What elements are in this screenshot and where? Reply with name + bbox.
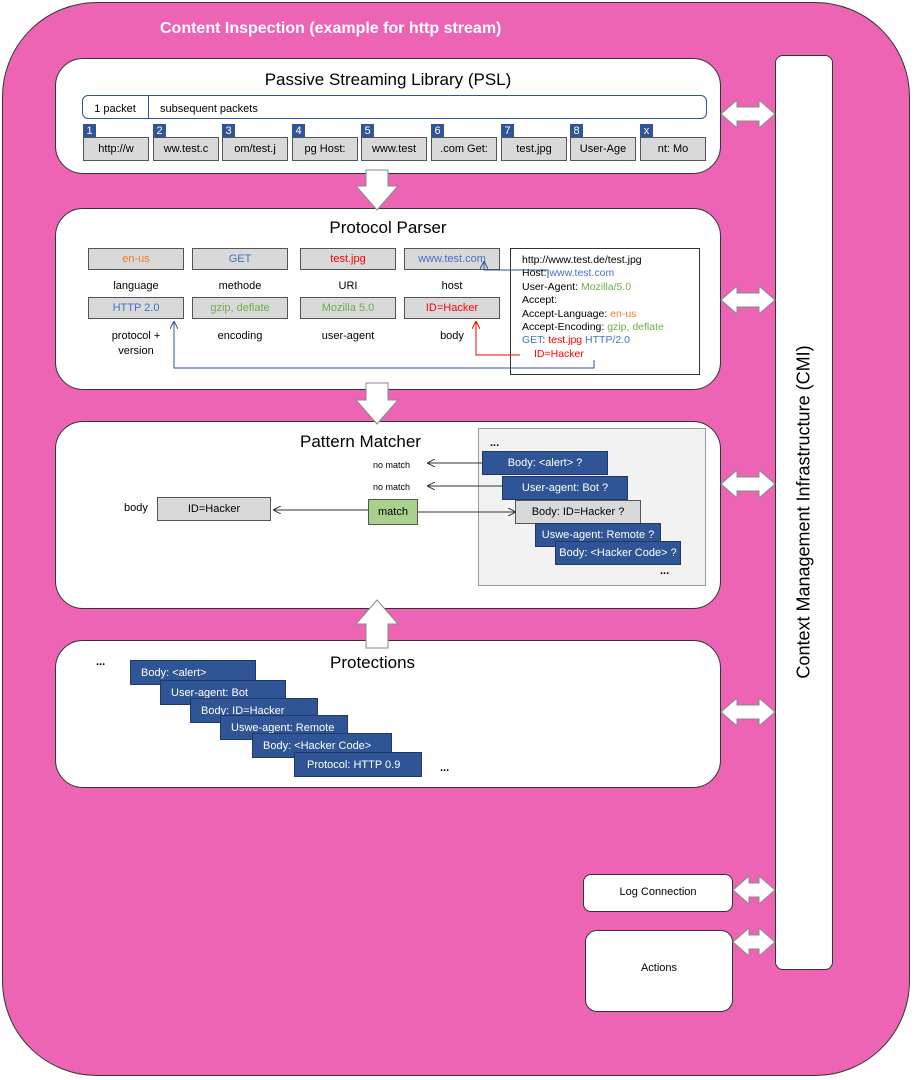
request-get: GET: test.jpg HTTP/2.0	[522, 334, 630, 347]
log-connection-box	[583, 874, 733, 912]
request-language: Accept-Language: en-us	[522, 307, 637, 320]
protection-hacker-code: Body: <Hacker Code>	[252, 733, 392, 758]
packet-divider	[148, 95, 149, 119]
field-user-agent: Mozilla 5.0	[300, 297, 396, 319]
field-body: ID=Hacker	[404, 297, 500, 319]
protections-ellipsis-right: ...	[440, 762, 450, 774]
field-language: en-us	[88, 248, 184, 270]
matcher-body-label: body	[124, 502, 148, 514]
first-packet-label: 1 packet	[94, 103, 136, 115]
protection-protocol: Protocol: HTTP 0.9	[294, 752, 422, 777]
cmi-bar	[775, 55, 833, 970]
chunk-box: http://w	[83, 137, 149, 161]
rule-hacker-code: Body: <Hacker Code> ?	[555, 541, 681, 565]
match-label: match	[378, 506, 408, 518]
field-encoding: gzip, deflate	[192, 297, 288, 319]
chunk-number: x	[640, 124, 653, 137]
rule-user-agent-bot: User-agent: Bot ?	[502, 476, 628, 500]
subsequent-packets-label: subsequent packets	[160, 103, 258, 115]
no-match-label-2: no match	[373, 482, 411, 492]
protections-title: Protections	[330, 653, 416, 672]
log-connection-label: Log Connection	[619, 886, 697, 898]
no-match-label-1: no match	[373, 460, 411, 470]
chunk-box: www.test	[361, 137, 427, 161]
chunk-number: 8	[570, 124, 583, 137]
chunk-box: test.jpg	[501, 137, 567, 161]
request-body: ID=Hacker	[534, 347, 584, 360]
protections-ellipsis-left: ...	[96, 656, 106, 668]
request-line: http://www.test.de/test.jpg	[522, 254, 642, 266]
matcher-title: Pattern Matcher	[300, 432, 421, 451]
label-version: version	[118, 345, 154, 357]
field-uri: test.jpg	[300, 248, 396, 270]
chunk-number: 4	[292, 124, 305, 137]
psl-title: Passive Streaming Library (PSL)	[264, 70, 512, 89]
field-protocol: HTTP 2.0	[88, 297, 184, 319]
packet-bar	[82, 95, 707, 119]
chunk-box: ww.test.c	[153, 137, 219, 161]
chunk-box: nt: Mo	[640, 137, 706, 161]
field-method: GET	[192, 248, 288, 270]
label-protocol: protocol +	[111, 330, 161, 342]
parser-title: Protocol Parser	[329, 218, 447, 237]
http-request-box: http://www.test.de/test.jpg Host: www.te…	[510, 248, 700, 375]
chunk-box: .com Get:	[431, 137, 497, 161]
matcher-ellipsis-top: ...	[490, 437, 500, 449]
chunk-number: 5	[361, 124, 374, 137]
field-host: www.test.com	[404, 248, 500, 270]
chunk-number: 1	[83, 124, 96, 137]
matcher-body-value: ID=Hacker	[157, 497, 271, 521]
page-title: Content Inspection (example for http str…	[160, 20, 502, 37]
label-method: methode	[218, 280, 262, 292]
actions-box	[585, 930, 733, 1012]
matcher-ellipsis-bottom: ...	[660, 565, 670, 577]
request-user-agent: User-Agent: Mozilla/5.0	[522, 280, 632, 293]
chunk-box: User-Age	[570, 137, 636, 161]
chunk-number: 7	[501, 124, 514, 137]
chunk-number: 3	[222, 124, 235, 137]
chunk-box: om/test.j	[222, 137, 288, 161]
label-body: body	[440, 330, 464, 342]
chunk-number: 6	[431, 124, 444, 137]
rule-id-hacker: Body: ID=Hacker ?	[515, 500, 641, 524]
rule-alert: Body: <alert> ?	[482, 451, 608, 475]
request-accept: Accept:	[522, 294, 558, 307]
actions-label: Actions	[640, 962, 678, 974]
match-box	[368, 499, 418, 525]
chunk-number: 2	[153, 124, 166, 137]
label-user-agent: user-agent	[321, 330, 375, 342]
chunk-box: pg Host:	[292, 137, 358, 161]
label-host: host	[441, 280, 463, 292]
request-encoding: Accept-Encoding: gzip, deflate	[522, 321, 664, 334]
label-uri: URI	[338, 280, 358, 292]
label-encoding: encoding	[217, 330, 263, 342]
label-language: language	[113, 280, 159, 292]
